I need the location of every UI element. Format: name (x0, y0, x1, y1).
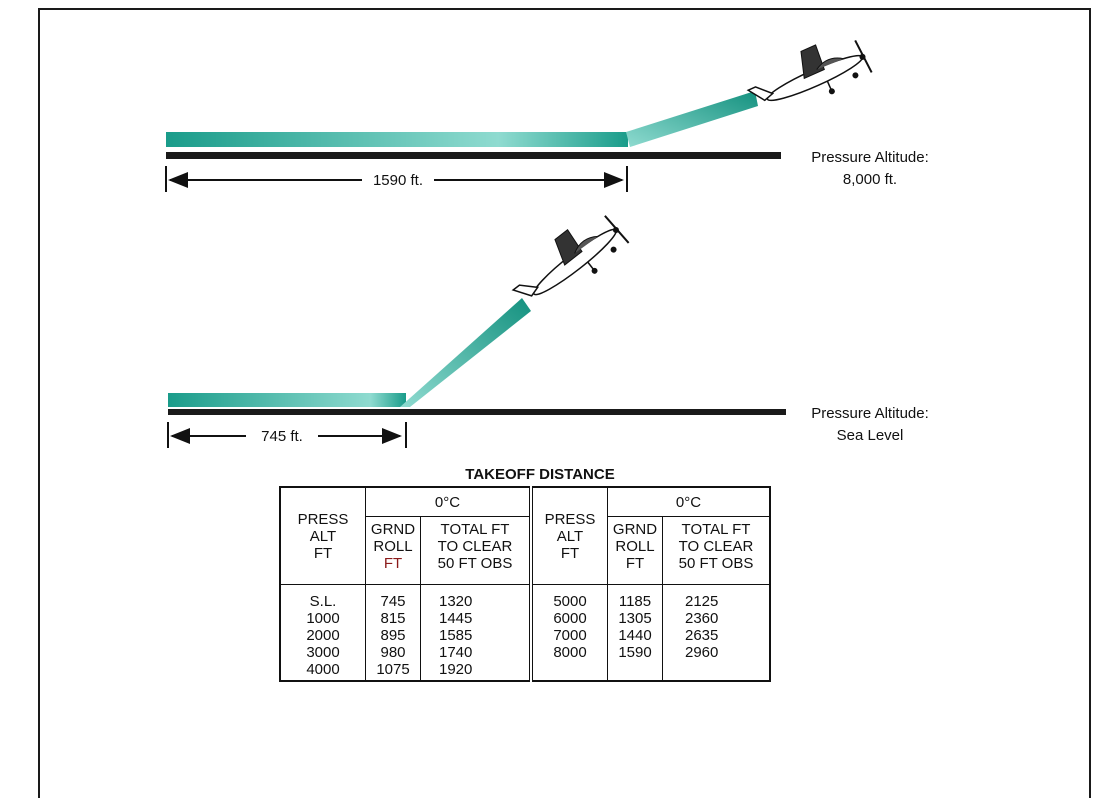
right-alt-column: 5000 6000 7000 8000 (530, 584, 608, 682)
temp-header-right: 0°C (607, 486, 771, 517)
right-total-column: 2125 2360 2635 2960 (662, 584, 771, 682)
temp-header-left: 0°C (365, 486, 533, 517)
grnd-roll-header-left: GRND ROLL FT (365, 516, 421, 585)
takeoff-diagram (165, 39, 873, 448)
top-distance-label: 1590 ft. (362, 170, 434, 192)
bottom-altitude-line1: Pressure Altitude: (811, 405, 929, 422)
table-title: TAKEOFF DISTANCE (465, 466, 615, 483)
top-climb-band (626, 91, 758, 147)
top-ground-line (166, 152, 781, 159)
bottom-scenario (167, 215, 786, 448)
left-alt-column: S.L. 1000 2000 3000 4000 (279, 584, 366, 682)
airplane-icon (511, 215, 630, 297)
bottom-altitude-line2: Sea Level (836, 427, 904, 444)
top-scenario (165, 39, 873, 192)
bottom-ground-roll-band (168, 393, 406, 407)
top-altitude-label: Pressure Altitude: 8,000 ft. (790, 147, 950, 191)
bottom-climb-band (400, 298, 531, 407)
figure-frame (38, 8, 1091, 798)
bottom-distance-label: 745 ft. (246, 426, 318, 448)
airplane-icon (746, 39, 873, 102)
top-ground-roll-band (166, 132, 628, 147)
left-total-column: 1320 1445 1585 1740 1920 (420, 584, 533, 682)
total-header-right: TOTAL FT TO CLEAR 50 FT OBS (662, 516, 771, 585)
top-altitude-line2: 8,000 ft. (842, 171, 898, 188)
takeoff-distance-table: PRESS ALT FT 0°C PRESS ALT FT 0°C GRND R… (279, 486, 771, 682)
press-alt-header: PRESS ALT FT (279, 486, 366, 585)
top-altitude-line1: Pressure Altitude: (811, 149, 929, 166)
right-roll-column: 1185 1305 1440 1590 (607, 584, 663, 682)
total-header-left: TOTAL FT TO CLEAR 50 FT OBS (420, 516, 533, 585)
press-alt-header-right: PRESS ALT FT (530, 486, 608, 585)
bottom-ground-line (168, 409, 786, 415)
left-roll-column: 745 815 895 980 1075 (365, 584, 421, 682)
bottom-altitude-label: Pressure Altitude: Sea Level (790, 403, 950, 447)
grnd-roll-header-right: GRND ROLL FT (607, 516, 663, 585)
